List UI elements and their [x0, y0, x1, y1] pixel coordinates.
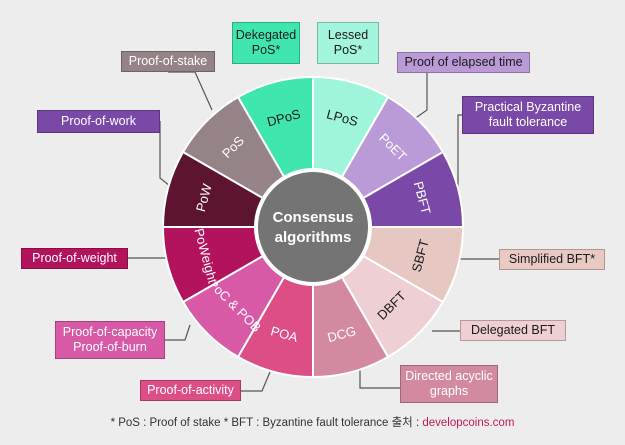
- footnote-source-link[interactable]: developcoins.com: [422, 417, 515, 429]
- label-pow: Proof-of-work: [37, 110, 160, 133]
- footnote: * PoS : Proof of stake * BFT : Byzantine…: [0, 414, 625, 430]
- segment-label: DCG: [326, 323, 358, 345]
- connector-line: [359, 370, 400, 389]
- label-dpos: Dekegated PoS*: [232, 22, 300, 64]
- label-poc-pob: Proof-of-capacity Proof-of-burn: [55, 321, 165, 359]
- label-pbft: Practical Byzantine fault tolerance: [462, 96, 594, 134]
- label-poa: Proof-of-activity: [140, 380, 241, 401]
- segment-label: POA: [269, 323, 300, 345]
- label-poet: Proof of elapsed time: [397, 52, 530, 73]
- label-dbft: Delegated BFT: [460, 320, 566, 341]
- label-pos: Proof-of-stake: [121, 51, 215, 72]
- label-dcg: Directed acyclic graphs: [400, 365, 498, 403]
- label-poweight: Proof-of-weight: [21, 248, 128, 269]
- connector-line: [241, 371, 271, 392]
- center-title-line2: algorithms: [275, 229, 352, 246]
- connector-line: [168, 71, 213, 111]
- center-hub: Consensus algorithms: [254, 168, 372, 286]
- label-sbft: Simplified BFT*: [499, 249, 605, 270]
- label-lpos: Lessed PoS*: [317, 22, 379, 64]
- footnote-text: * PoS : Proof of stake * BFT : Byzantine…: [110, 417, 423, 429]
- center-title-line1: Consensus: [273, 209, 354, 226]
- connector-line: [165, 324, 191, 341]
- segment-label: PoW: [193, 181, 215, 213]
- center-circle: [254, 168, 372, 286]
